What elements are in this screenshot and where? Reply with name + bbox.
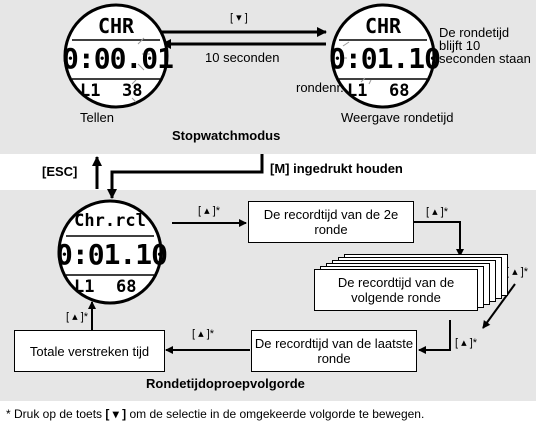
footnote-prefix: * Druk op de toets	[6, 407, 103, 421]
last-lap-record-text: De recordtijd van de laatste ronde	[254, 336, 414, 366]
stopwatch-mode-title: Stopwatchmodus	[172, 128, 281, 143]
hold-m-label: [M] ingedrukt houden	[270, 161, 403, 176]
watch-recall: Chr.rcl 0:01.10 L1 68	[56, 198, 168, 306]
next-lap-record-box: De recordtijd van de volgende ronde	[314, 269, 478, 311]
watch-lap: L1	[80, 81, 101, 101]
recall-sequence-title: Rondetijdoproepvolgorde	[146, 376, 305, 391]
esc-label: [ESC]	[42, 164, 78, 179]
key-up-label: [ ▴ ]*	[66, 311, 89, 323]
footnote: * Druk op de toets [ ▾ ] om de selectie …	[6, 407, 424, 421]
second-lap-record-text: De recordtijd van de 2e ronde	[263, 207, 399, 237]
watch-sub: 68	[116, 277, 137, 297]
key-up-label: [ ▴ ]*	[198, 205, 221, 217]
lap-time-note: De rondetijd blijft 10 seconden staan	[439, 25, 531, 66]
watch-bezel-icon	[63, 3, 169, 109]
watch-counting: CHR 0:00.01 L1 38	[62, 2, 174, 110]
second-lap-record-box: De recordtijd van de 2e ronde	[248, 201, 414, 243]
hold-m-arrow	[107, 154, 264, 199]
watch-title: Chr.rcl	[74, 211, 146, 231]
key-up-label: [ ▴ ]*	[426, 206, 449, 218]
watch-time: 0:01.10	[329, 42, 441, 75]
arrow-into-last-lap	[418, 320, 451, 354]
footnote-suffix: om de selectie in de omgekeerde volgorde…	[129, 407, 425, 421]
watch-title: CHR	[97, 14, 135, 38]
key-up-label: [ ▴ ]*	[455, 337, 478, 349]
watch-bezel-icon	[330, 3, 436, 109]
total-elapsed-box: Totale verstreken tijd	[14, 330, 165, 372]
last-lap-record-box: De recordtijd van de laatste ronde	[251, 330, 417, 372]
watch-title: CHR	[364, 14, 402, 38]
ten-seconds-label: 10 seconden	[205, 50, 280, 65]
watch-lap-display: CHR 0:01.10 L1 68	[329, 2, 441, 110]
watch-lap: L1	[347, 81, 368, 101]
counting-label: Tellen	[80, 110, 114, 125]
key-up-label: [ ▴ ]*	[506, 266, 529, 278]
lap-display-label: Weergave rondetijd	[341, 110, 454, 125]
watch-sub: 38	[122, 81, 143, 101]
key-up-label: [ ▴ ]*	[192, 328, 215, 340]
watch-sub: 68	[389, 81, 410, 101]
lap-number-label: rondenr.	[296, 80, 344, 95]
key-down-label: [ ▾ ]	[230, 12, 248, 24]
footnote-key: [ ▾ ]	[105, 407, 127, 421]
next-lap-record-text: De recordtijd van de volgende ronde	[337, 275, 455, 305]
watch-lap: L1	[74, 277, 95, 297]
total-elapsed-text: Totale verstreken tijd	[29, 343, 150, 359]
watch-time: 0:00.01	[62, 42, 174, 75]
arrow-to-next-lap	[414, 221, 464, 257]
watch-bezel-icon	[57, 199, 163, 305]
watch-time: 0:01.10	[56, 238, 168, 271]
arrow-to-last-lap	[482, 283, 516, 329]
